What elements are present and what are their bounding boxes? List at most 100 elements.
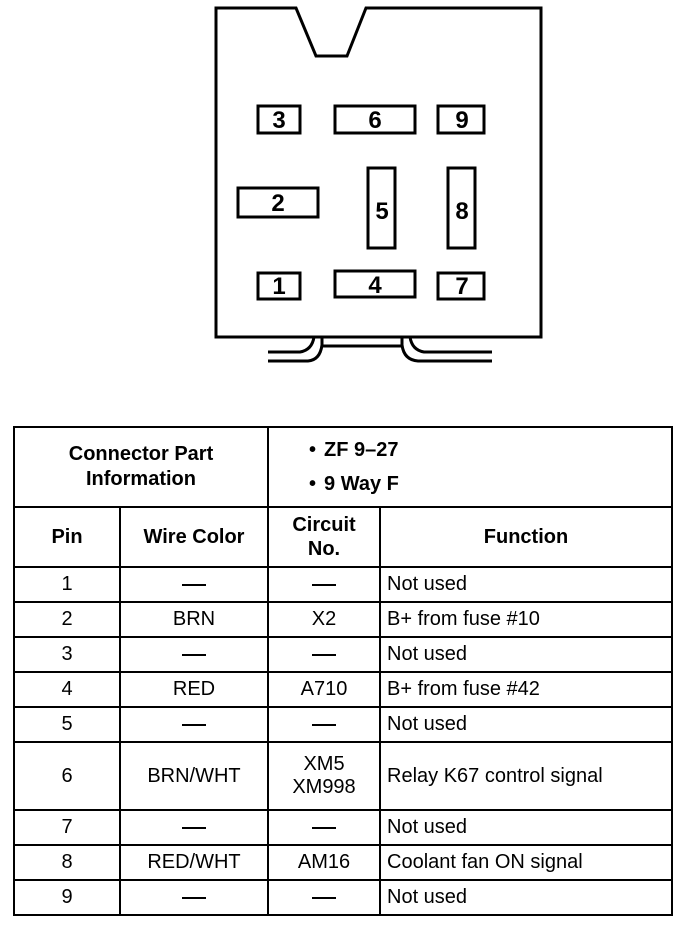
table-row: 3 Not used xyxy=(13,636,674,673)
wire-color xyxy=(119,636,269,673)
pin-function: Not used xyxy=(378,879,674,916)
wire-color xyxy=(119,566,269,603)
header-pin: Pin xyxy=(13,506,121,568)
pin-function: Coolant fan ON signal xyxy=(378,844,674,881)
pin-number: 2 xyxy=(13,601,121,638)
pin-function: B+ from fuse #10 xyxy=(378,601,674,638)
pin-number: 3 xyxy=(13,636,121,673)
pin-number: 1 xyxy=(13,566,121,603)
wire-color: RED xyxy=(119,671,269,708)
empty-dash xyxy=(312,896,336,899)
wire-color xyxy=(119,879,269,916)
circuit-number xyxy=(267,879,381,916)
empty-dash xyxy=(182,653,206,656)
header-function: Function xyxy=(378,506,674,568)
part-info-label-line2: Information xyxy=(86,468,196,490)
connector-housing xyxy=(214,6,543,339)
empty-dash xyxy=(182,723,206,726)
table-row: 1 Not used xyxy=(13,566,674,603)
wire-color: RED/WHT xyxy=(119,844,269,881)
pin-function: Relay K67 control signal xyxy=(378,741,674,811)
circuit-value: XM5 xyxy=(303,753,345,775)
empty-dash xyxy=(312,826,336,829)
pin-label-6: 6 xyxy=(368,107,381,134)
connector-tab-right xyxy=(400,337,492,363)
pin-cavity-3: 3 xyxy=(256,104,302,135)
pin-label-8: 8 xyxy=(455,198,468,225)
bullet-glyph: • xyxy=(309,473,317,495)
circuit-number xyxy=(267,809,381,846)
wire-color xyxy=(119,706,269,743)
pin-cavity-2: 2 xyxy=(236,186,320,219)
part-info-label-line1: Connector Part xyxy=(68,443,214,465)
part-info-label: Connector Part Information xyxy=(13,426,269,508)
pin-label-7: 7 xyxy=(455,273,468,300)
pin-number: 7 xyxy=(13,809,121,846)
pin-number: 4 xyxy=(13,671,121,708)
pin-function: B+ from fuse #42 xyxy=(378,671,674,708)
pin-function: Not used xyxy=(378,566,674,603)
circuit-value: X2 xyxy=(311,608,337,630)
pin-number: 8 xyxy=(13,844,121,881)
header-circuit: Circuit No. xyxy=(267,506,381,568)
empty-dash xyxy=(182,826,206,829)
pin-number: 5 xyxy=(13,706,121,743)
connector-type: 9 Way F xyxy=(324,473,399,495)
pin-label-4: 4 xyxy=(368,272,382,299)
header-wire-color: Wire Color xyxy=(119,506,269,568)
empty-dash xyxy=(182,583,206,586)
part-info-item: • 9 Way F xyxy=(309,467,665,501)
circuit-value: XM998 xyxy=(292,776,356,798)
pin-label-2: 2 xyxy=(271,190,284,217)
pin-cavity-6: 6 xyxy=(333,104,417,135)
pinout-table: Connector Part Information • ZF 9–27 • 9 W… xyxy=(13,426,674,916)
circuit-number xyxy=(267,566,381,603)
pin-label-9: 9 xyxy=(455,107,468,134)
wire-color xyxy=(119,809,269,846)
circuit-number: A710 xyxy=(267,671,381,708)
empty-dash xyxy=(182,896,206,899)
pin-function: Not used xyxy=(378,636,674,673)
table-row: 5 Not used xyxy=(13,706,674,743)
circuit-number: X2 xyxy=(267,601,381,638)
circuit-value: AM16 xyxy=(297,851,351,873)
pin-number: 6 xyxy=(13,741,121,811)
table-row: 7 Not used xyxy=(13,809,674,846)
connector-face-diagram: 3 6 9 2 5 8 1 4 7 xyxy=(214,6,543,363)
pin-cavity-9: 9 xyxy=(436,104,486,135)
empty-dash xyxy=(312,653,336,656)
connector-tab-left-inner xyxy=(268,336,316,354)
circuit-number xyxy=(267,636,381,673)
connector-tab-left xyxy=(268,337,324,363)
wire-color: BRN/WHT xyxy=(119,741,269,811)
wire-color: BRN xyxy=(119,601,269,638)
pin-label-3: 3 xyxy=(272,107,285,134)
pin-cavity-4: 4 xyxy=(333,269,417,299)
pin-function: Not used xyxy=(378,809,674,846)
bullet-glyph: • xyxy=(309,439,317,461)
part-info-values: • ZF 9–27 • 9 Way F xyxy=(266,426,674,508)
part-number: ZF 9–27 xyxy=(324,439,399,461)
pin-number: 9 xyxy=(13,879,121,916)
empty-dash xyxy=(312,723,336,726)
pin-cavity-7: 7 xyxy=(436,271,486,301)
table-row: 9 Not used xyxy=(13,879,674,916)
part-info-item: • ZF 9–27 xyxy=(309,433,665,467)
circuit-value: A710 xyxy=(300,678,348,700)
pin-label-5: 5 xyxy=(375,198,388,225)
pin-function: Not used xyxy=(378,706,674,743)
circuit-number: AM16 xyxy=(267,844,381,881)
pin-cavity-1: 1 xyxy=(256,271,302,301)
pin-cavity-5: 5 xyxy=(366,166,397,250)
circuit-number xyxy=(267,706,381,743)
pin-label-1: 1 xyxy=(272,273,285,300)
connector-tab-right-inner xyxy=(408,336,492,354)
empty-dash xyxy=(312,583,336,586)
pin-cavity-8: 8 xyxy=(446,166,477,250)
part-info-row: Connector Part Information • ZF 9–27 • 9 W… xyxy=(13,426,674,508)
